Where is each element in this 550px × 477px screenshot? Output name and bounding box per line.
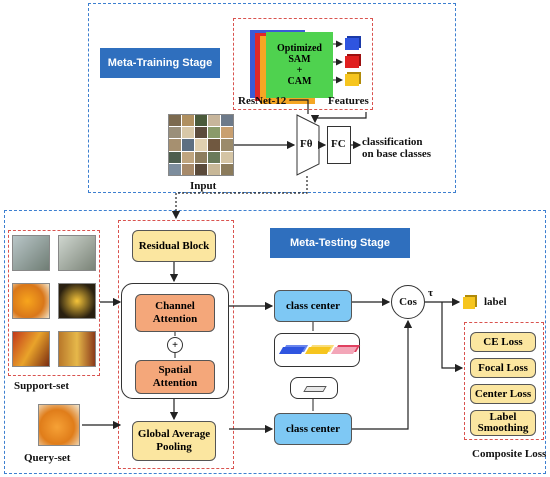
attention-network-region bbox=[118, 220, 234, 469]
ce-loss-box: CE Loss bbox=[470, 332, 536, 352]
channel-attention-block: Channel Attention bbox=[135, 294, 215, 332]
feature-cube-blue bbox=[345, 38, 359, 50]
module-line-1: Optimized bbox=[277, 43, 322, 54]
support-set-label: Support-set bbox=[14, 380, 70, 392]
cos-label: Cos bbox=[399, 296, 417, 308]
arrow-ftheta-to-backbone bbox=[289, 99, 309, 114]
prototype-features bbox=[274, 333, 360, 367]
feature-cube-red bbox=[345, 56, 359, 68]
arrow-features-to-ftheta bbox=[310, 112, 367, 124]
query-set-label: Query-set bbox=[24, 452, 71, 464]
arrow-class-center-bottom-to-cos bbox=[352, 319, 413, 430]
module-line-4: CAM bbox=[287, 76, 312, 87]
classification-line-1: classification bbox=[362, 136, 423, 148]
classification-line-2: on base classes bbox=[362, 148, 432, 160]
f-theta-label: Fθ bbox=[300, 138, 313, 150]
query-feature bbox=[290, 377, 338, 399]
focal-loss-box: Focal Loss bbox=[470, 358, 536, 378]
query-image bbox=[38, 404, 80, 446]
plus-symbol: + bbox=[172, 339, 178, 351]
pooling-line-1: Global Average bbox=[137, 428, 211, 440]
features-region bbox=[233, 18, 373, 110]
support-image-orange-1 bbox=[12, 283, 50, 319]
support-image-orange-2 bbox=[58, 283, 96, 319]
support-image-corn-2 bbox=[58, 331, 96, 367]
input-image-mosaic bbox=[168, 114, 234, 176]
tau-label: τ bbox=[428, 287, 434, 299]
channel-attention-line-2: Attention bbox=[152, 313, 198, 325]
class-center-top: class center bbox=[274, 290, 352, 322]
arrow-cos-to-loss bbox=[441, 302, 464, 373]
channel-attention-line-1: Channel bbox=[155, 300, 195, 312]
composite-loss-caption: Composite Loss bbox=[472, 448, 547, 460]
ce-loss-label: CE Loss bbox=[483, 335, 523, 348]
classification-label: classification on base classes bbox=[362, 136, 431, 160]
support-image-corn-1 bbox=[12, 331, 50, 367]
composite-loss-region bbox=[464, 322, 544, 440]
label-smoothing-box: Label Smoothing bbox=[470, 410, 536, 436]
features-label: Features bbox=[328, 95, 369, 107]
module-line-2: SAM bbox=[288, 54, 311, 65]
attention-group bbox=[121, 283, 229, 399]
support-image-bird-2 bbox=[58, 235, 96, 271]
meta-testing-region bbox=[4, 210, 546, 474]
label-text: label bbox=[484, 296, 507, 308]
module-line-3: + bbox=[296, 65, 303, 76]
label-smoothing-line-1: Label bbox=[489, 411, 517, 423]
backbone-label: ResNet-12 bbox=[238, 95, 287, 107]
support-set-region bbox=[8, 230, 100, 376]
focal-loss-label: Focal Loss bbox=[478, 361, 528, 374]
spatial-attention-block: Spatial Attention bbox=[135, 360, 215, 394]
meta-training-stage-label: Meta-Training Stage bbox=[100, 48, 220, 78]
center-loss-label: Center Loss bbox=[474, 387, 532, 400]
label-smoothing-line-2: Smoothing bbox=[477, 422, 529, 434]
fc-label: FC bbox=[331, 138, 346, 150]
cos-circle: Cos bbox=[391, 285, 425, 319]
meta-testing-stage-label: Meta-Testing Stage bbox=[270, 228, 410, 258]
input-label: Input bbox=[190, 180, 217, 192]
pooling-line-2: Pooling bbox=[156, 441, 192, 453]
residual-block: Residual Block bbox=[132, 230, 216, 262]
plus-circle: + bbox=[167, 337, 183, 353]
optimized-module: Optimized SAM + CAM bbox=[266, 32, 333, 98]
fc-block bbox=[327, 126, 351, 164]
support-image-bird-1 bbox=[12, 235, 50, 271]
center-loss-box: Center Loss bbox=[470, 384, 536, 404]
class-center-bottom: class center bbox=[274, 413, 352, 445]
global-average-pooling-block: Global Average Pooling bbox=[132, 421, 216, 461]
label-cube-icon bbox=[463, 297, 475, 309]
feature-cube-yellow bbox=[345, 74, 359, 86]
dotted-transfer-arrow bbox=[171, 176, 308, 220]
